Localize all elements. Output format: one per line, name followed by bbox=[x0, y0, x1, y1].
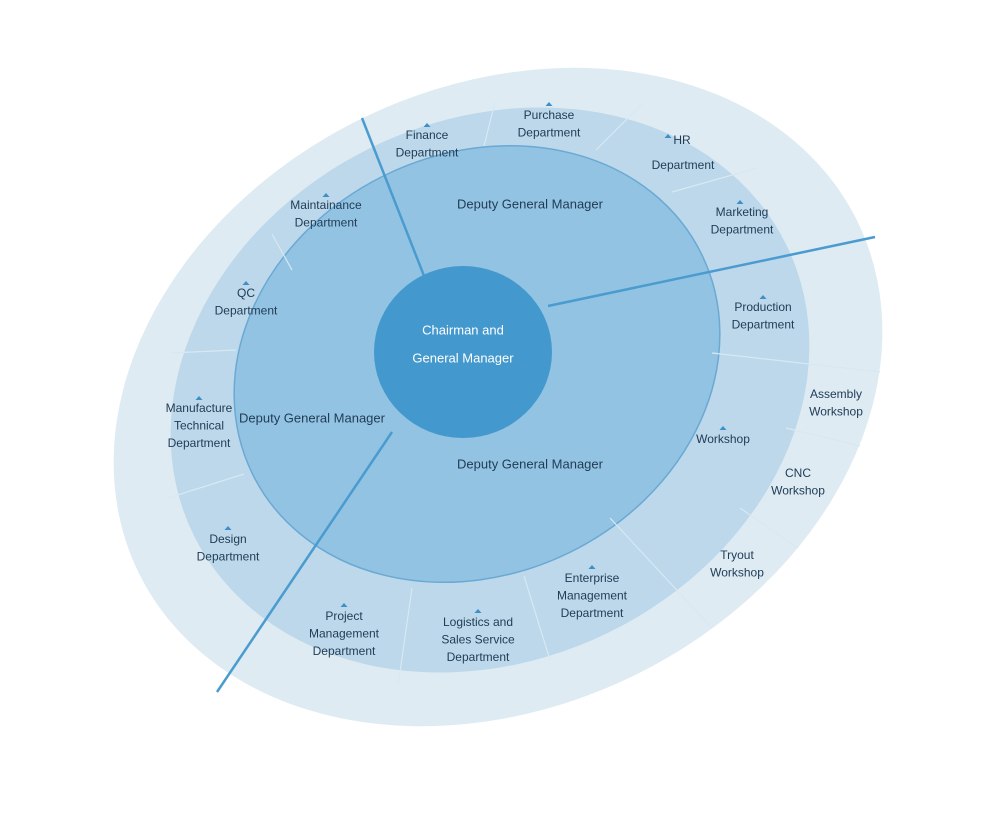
divider-line bbox=[167, 473, 245, 499]
core-ellipse bbox=[374, 266, 552, 438]
dept-label-enterprise: Management bbox=[557, 589, 628, 603]
divider-line bbox=[711, 352, 881, 373]
dept-label-manufacture: Technical bbox=[174, 419, 224, 433]
workshop-label-cnc: Workshop bbox=[771, 484, 825, 498]
segment-dividers bbox=[167, 101, 881, 687]
expand-triangle-icon[interactable] bbox=[664, 134, 672, 138]
dept-label-manufacture: Manufacture bbox=[166, 401, 233, 415]
expand-triangle-icon[interactable] bbox=[588, 565, 596, 569]
deputy-label-left: Deputy General Manager bbox=[239, 410, 386, 425]
dept-label-finance: Finance bbox=[406, 128, 449, 142]
divider-line bbox=[671, 167, 758, 193]
expand-triangle-icon[interactable] bbox=[224, 526, 232, 530]
dept-label-production: Production bbox=[734, 300, 791, 314]
divider-line bbox=[595, 103, 643, 151]
center-label: General Manager bbox=[412, 350, 514, 365]
expand-triangle-icon[interactable] bbox=[759, 295, 767, 299]
divider-line bbox=[483, 101, 496, 147]
dept-label-finance: Department bbox=[396, 146, 459, 160]
dept-label-hr: Department bbox=[652, 158, 715, 172]
dept-label-maintainance: Department bbox=[295, 216, 358, 230]
dept-label-hr: HR bbox=[673, 133, 691, 147]
dept-label-logistics: Department bbox=[447, 650, 510, 664]
dept-label-qc: QC bbox=[237, 286, 255, 300]
dept-label-logistics: Sales Service bbox=[441, 633, 515, 647]
dept-label-project: Project bbox=[325, 609, 363, 623]
expand-triangle-icon[interactable] bbox=[195, 396, 203, 400]
divider-line bbox=[785, 427, 861, 447]
dept-label-maintainance: Maintainance bbox=[290, 198, 362, 212]
dept-label-manufacture: Department bbox=[168, 436, 231, 450]
dept-label-workshop: Workshop bbox=[696, 432, 750, 446]
main-dividers bbox=[215, 117, 876, 693]
dept-label-qc: Department bbox=[215, 304, 278, 318]
dept-label-design: Department bbox=[197, 550, 260, 564]
deputy-label-top: Deputy General Manager bbox=[457, 196, 604, 211]
expand-triangle-icon[interactable] bbox=[736, 200, 744, 204]
expand-triangle-icon[interactable] bbox=[423, 123, 431, 127]
expand-triangle-icon[interactable] bbox=[474, 609, 482, 613]
workshop-label-assembly: Workshop bbox=[809, 405, 863, 419]
main-divider-line bbox=[547, 235, 876, 308]
dept-label-project: Department bbox=[313, 644, 376, 658]
divider-line bbox=[169, 349, 237, 354]
dept-label-enterprise: Enterprise bbox=[565, 571, 620, 585]
workshop-label-tryout: Tryout bbox=[720, 548, 754, 562]
dept-label-enterprise: Department bbox=[561, 606, 624, 620]
expand-triangle-icon[interactable] bbox=[340, 603, 348, 607]
deputy-label-bottom: Deputy General Manager bbox=[457, 456, 604, 471]
labels-layer: FinanceDepartmentPurchaseDepartmentHRDep… bbox=[166, 102, 863, 664]
expand-triangle-icon[interactable] bbox=[322, 193, 330, 197]
dept-label-marketing: Department bbox=[711, 223, 774, 237]
center-label: Chairman and bbox=[422, 322, 504, 337]
divider-line bbox=[397, 587, 413, 687]
dept-label-logistics: Logistics and bbox=[443, 615, 513, 629]
divider-line bbox=[609, 517, 713, 629]
expand-triangle-icon[interactable] bbox=[545, 102, 553, 106]
dept-label-project: Management bbox=[309, 627, 380, 641]
dept-label-production: Department bbox=[732, 318, 795, 332]
workshop-label-assembly: Assembly bbox=[810, 387, 862, 401]
dept-label-design: Design bbox=[209, 532, 246, 546]
main-divider-line bbox=[360, 117, 430, 287]
expand-triangle-icon[interactable] bbox=[719, 426, 727, 430]
expand-triangle-icon[interactable] bbox=[242, 281, 250, 285]
divider-line bbox=[739, 507, 799, 549]
divider-line bbox=[271, 233, 293, 271]
workshop-label-cnc: CNC bbox=[785, 466, 811, 480]
dept-label-purchase: Department bbox=[518, 126, 581, 140]
main-divider-line bbox=[215, 431, 394, 693]
workshop-label-tryout: Workshop bbox=[710, 566, 764, 580]
divider-line bbox=[523, 575, 551, 661]
dept-label-marketing: Marketing bbox=[716, 205, 769, 219]
dept-label-purchase: Purchase bbox=[524, 108, 575, 122]
